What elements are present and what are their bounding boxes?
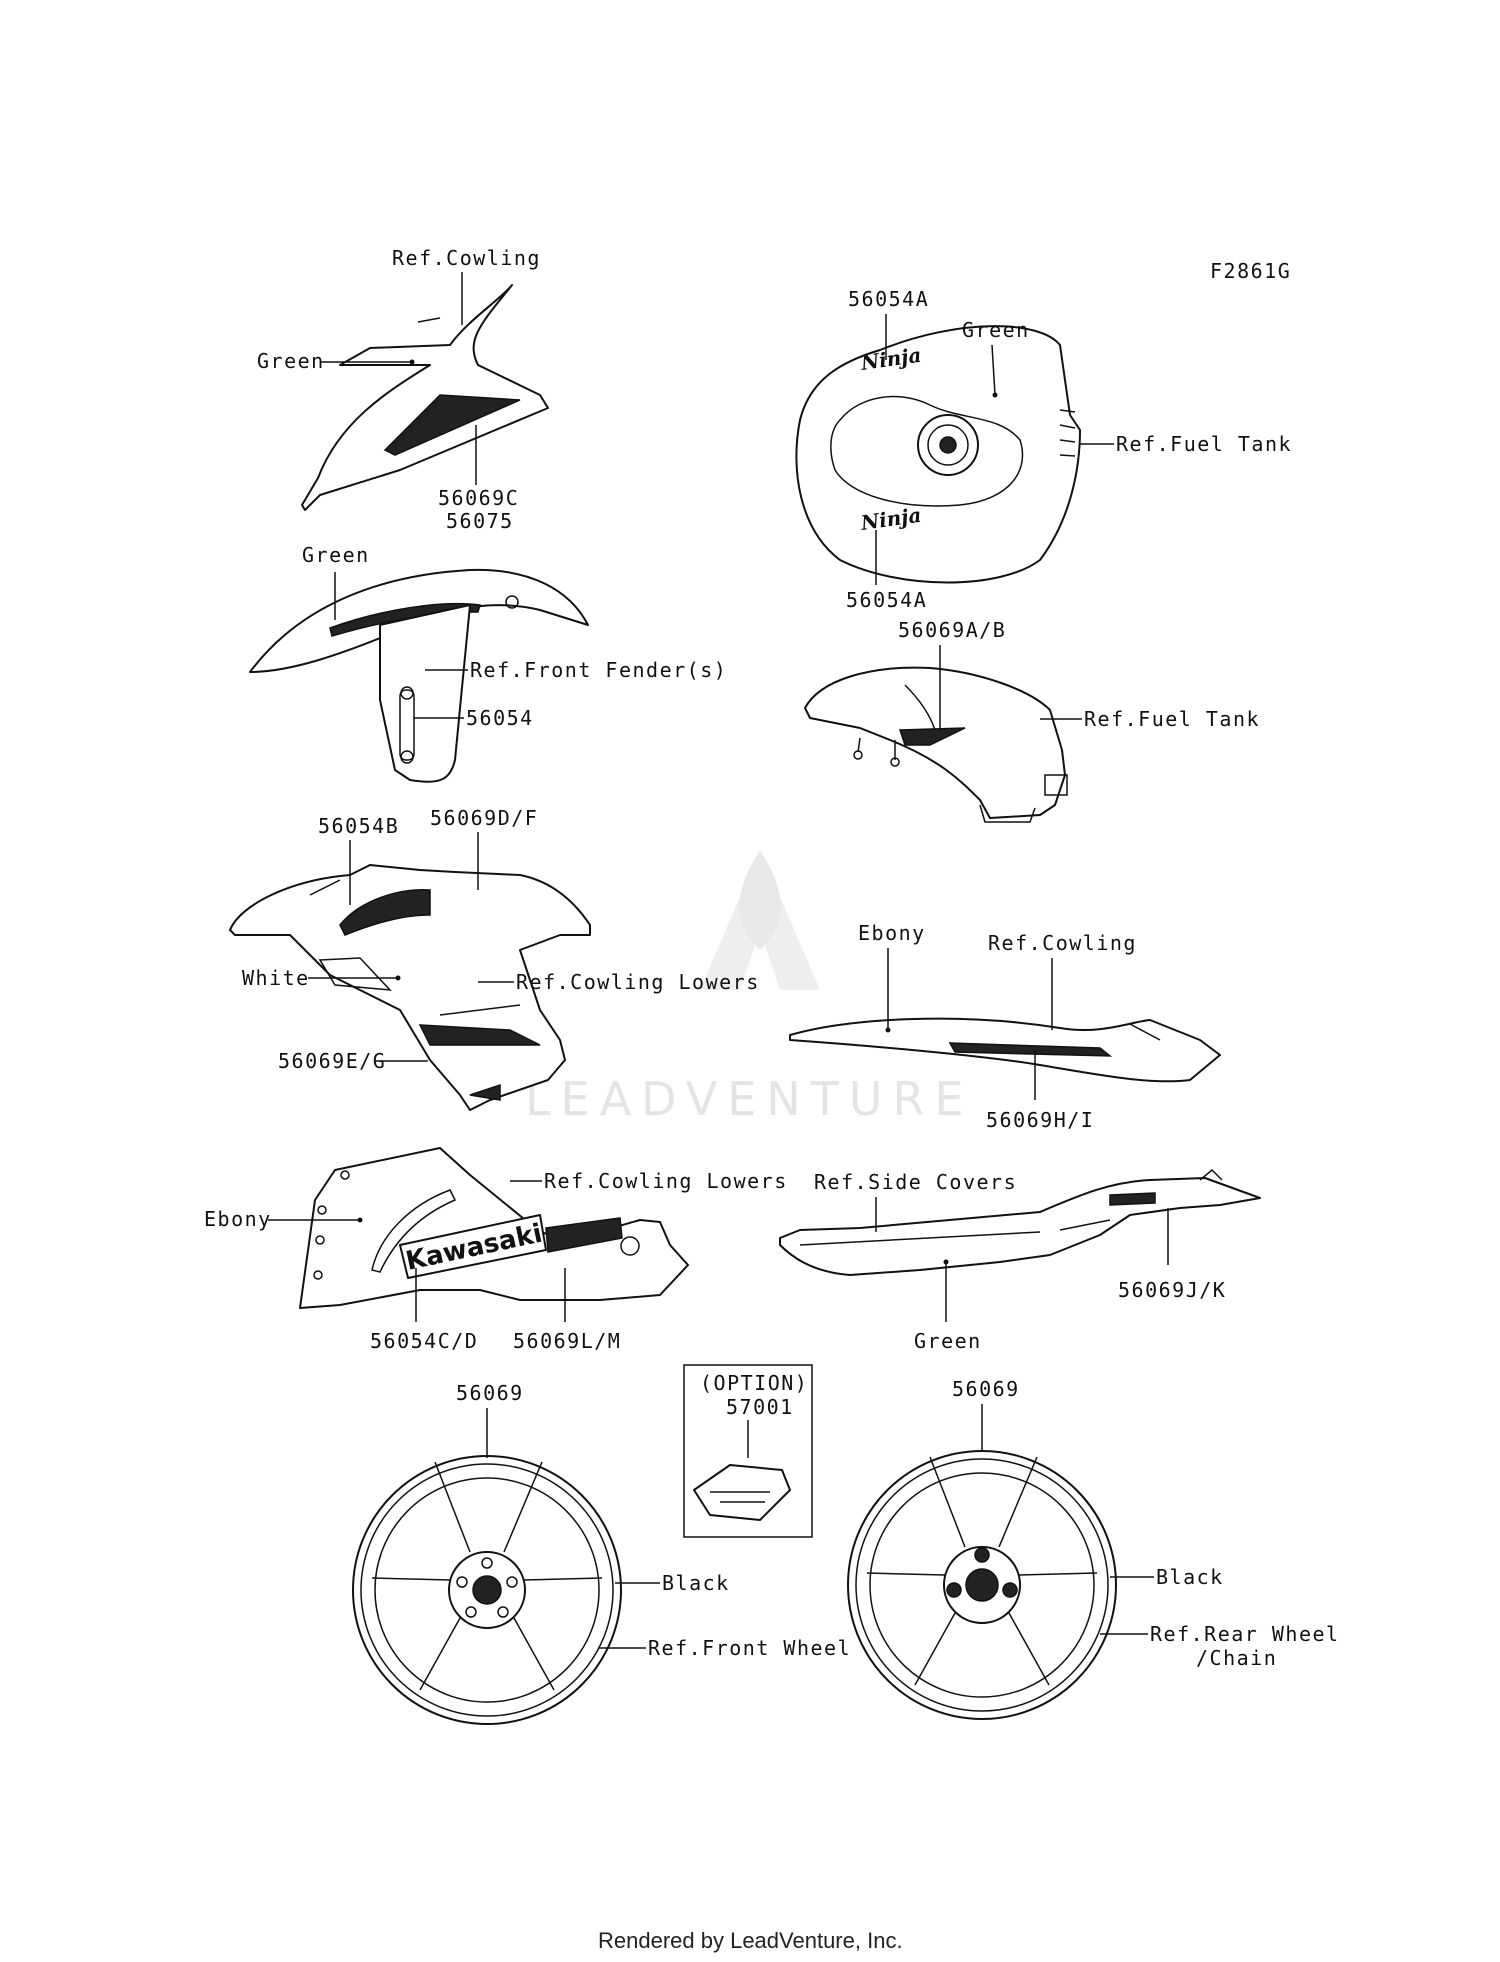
label-side-cowl-part-a: 56054B [318, 814, 399, 838]
label-lower-cowl-color: Ebony [204, 1207, 272, 1231]
label-lower-cowl-ref: Ref.Cowling Lowers [544, 1169, 788, 1193]
front-wheel-drawing [352, 1455, 622, 1725]
fuel-tank-top-drawing: Ninja Ninja [795, 325, 1081, 584]
option-box: (OPTION) 57001 [683, 1364, 813, 1538]
rear-wheel-drawing [847, 1450, 1117, 1720]
label-upper-cowl-ref: Ref.Cowling [392, 246, 541, 270]
label-tank-side-ref: Ref.Fuel Tank [1084, 707, 1260, 731]
label-side-cover-part: 56069J/K [1118, 1278, 1226, 1302]
label-upper-cowl-part-b: 56075 [446, 509, 514, 533]
label-rear-cowl-part: 56069H/I [986, 1108, 1094, 1132]
label-fender-color: Green [302, 543, 370, 567]
side-covers-drawing [779, 1168, 1261, 1276]
label-fender-ref: Ref.Front Fender(s) [470, 658, 727, 682]
label-upper-cowl-color: Green [257, 349, 325, 373]
label-tank-top-part-a: 56054A [848, 287, 929, 311]
label-side-cowl-part-c: 56069E/G [278, 1049, 386, 1073]
lower-cowling-drawing: Kawasaki [299, 1147, 689, 1309]
label-rear-cowl-ref: Ref.Cowling [988, 931, 1137, 955]
label-front-wheel-part: 56069 [456, 1381, 524, 1405]
label-front-wheel-ref: Ref.Front Wheel [648, 1636, 851, 1660]
label-side-cowl-part-b: 56069D/F [430, 806, 538, 830]
label-rear-wheel-part: 56069 [952, 1377, 1020, 1401]
rear-cowling-drawing [789, 1017, 1221, 1083]
label-rear-cowl-color: Ebony [858, 921, 926, 945]
label-tank-side-part: 56069A/B [898, 618, 1006, 642]
upper-cowling-drawing [301, 284, 549, 511]
label-rear-wheel-color: Black [1156, 1565, 1224, 1589]
watermark: LEADVENTURE [525, 850, 974, 1126]
watermark-text: LEADVENTURE [525, 1072, 974, 1126]
figure-code: F2861G [1210, 259, 1291, 283]
fuel-tank-side-drawing [804, 666, 1068, 823]
label-front-wheel-color: Black [662, 1571, 730, 1595]
front-fender-drawing [249, 568, 589, 783]
label-upper-cowl-part-a: 56069C [438, 486, 519, 510]
label-rear-wheel-ref-a: Ref.Rear Wheel [1150, 1622, 1340, 1646]
side-cowling-drawing [229, 864, 591, 1111]
label-option-part: 57001 [726, 1395, 794, 1419]
label-fender-part: 56054 [466, 706, 534, 730]
label-lower-cowl-part-a: 56054C/D [370, 1329, 478, 1353]
label-side-cover-ref: Ref.Side Covers [814, 1170, 1017, 1194]
label-option-title: (OPTION) [700, 1371, 808, 1395]
label-rear-wheel-ref-b: /Chain [1196, 1646, 1277, 1670]
label-tank-top-part-b: 56054A [846, 588, 927, 612]
footer-credit: Rendered by LeadVenture, Inc. [598, 1928, 903, 1953]
label-side-cover-color: Green [914, 1329, 982, 1353]
label-side-cowl-ref: Ref.Cowling Lowers [516, 970, 760, 994]
label-lower-cowl-part-b: 56069L/M [513, 1329, 621, 1353]
label-tank-top-ref: Ref.Fuel Tank [1116, 432, 1292, 456]
label-tank-top-color: Green [962, 318, 1030, 342]
label-side-cowl-color: White [242, 966, 310, 990]
